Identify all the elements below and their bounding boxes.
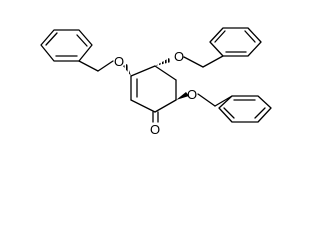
cyclohexenone-ring [130, 65, 177, 113]
carbonyl-bond [152, 111, 159, 123]
o-ch2-bond-left [97, 60, 114, 72]
ch2-phenyl-bond-right [214, 95, 233, 107]
structure-canvas: O O O O [40, 27, 272, 137]
phenyl-ring-top [209, 27, 262, 57]
oxygen-top: O [174, 49, 184, 64]
ch2-phenyl-bond-left [78, 60, 99, 72]
oxygen-left: O [114, 54, 124, 69]
o-ch2-bond-top [183, 56, 204, 68]
ch2-phenyl-bond-top [202, 55, 224, 68]
o-ch2-bond-right [197, 93, 216, 107]
phenyl-ring-left [40, 29, 93, 62]
hashed-wedge-left [123, 64, 131, 76]
molecule-drawing: O O O O [40, 27, 272, 137]
oxygen-right: O [187, 87, 197, 102]
phenyl-ring-right [218, 95, 272, 123]
hashed-wedge-top [155, 58, 171, 66]
solid-wedge-right [176, 92, 189, 100]
carbonyl-oxygen: O [150, 122, 160, 137]
